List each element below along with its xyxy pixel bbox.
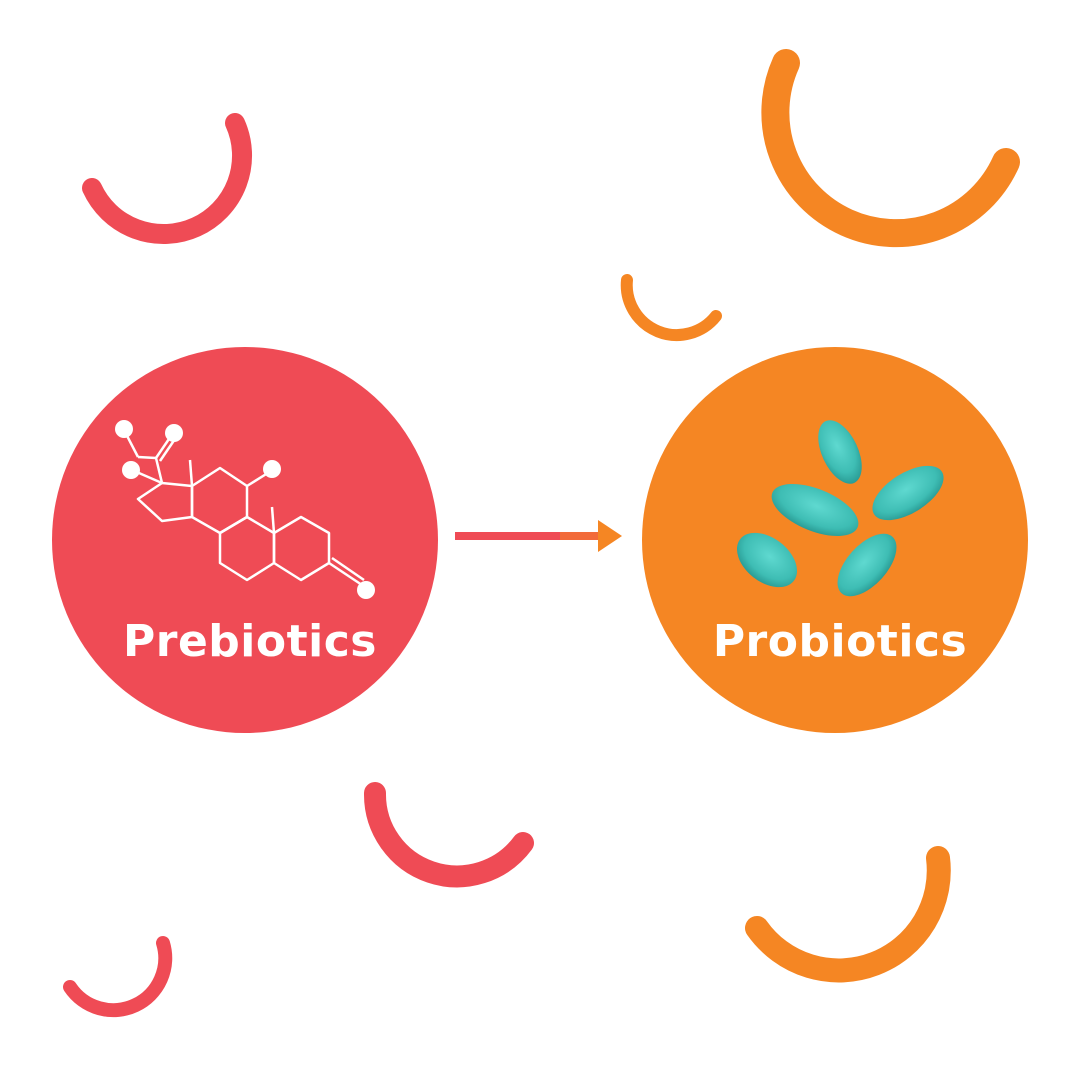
bacterium <box>818 420 862 484</box>
arc-decoration <box>63 936 173 1018</box>
arrow-head-icon <box>598 520 622 552</box>
prebiotics-label: Prebiotics <box>123 616 377 667</box>
arc-decoration <box>761 49 1020 248</box>
bacterium <box>837 533 897 597</box>
atom-dot <box>122 461 140 479</box>
molecule-atoms <box>115 420 375 599</box>
bacteria-icon <box>736 420 944 597</box>
arc-decoration <box>745 846 951 983</box>
arrow-edge <box>455 520 622 552</box>
atom-dot <box>115 420 133 438</box>
atom-dot <box>165 424 183 442</box>
probiotics-label: Probiotics <box>712 616 968 667</box>
bacterium <box>771 483 859 537</box>
arc-decoration <box>620 274 722 342</box>
orange-arcs <box>620 49 1020 983</box>
atom-dot <box>263 460 281 478</box>
red-arcs <box>63 113 534 1018</box>
arc-decoration <box>363 782 534 888</box>
bacterium <box>736 532 798 588</box>
probiotics-node <box>642 347 1028 733</box>
bacterium <box>872 465 944 521</box>
atom-dot <box>357 581 375 599</box>
arc-decoration <box>82 113 252 244</box>
prebiotics-node <box>52 347 438 733</box>
